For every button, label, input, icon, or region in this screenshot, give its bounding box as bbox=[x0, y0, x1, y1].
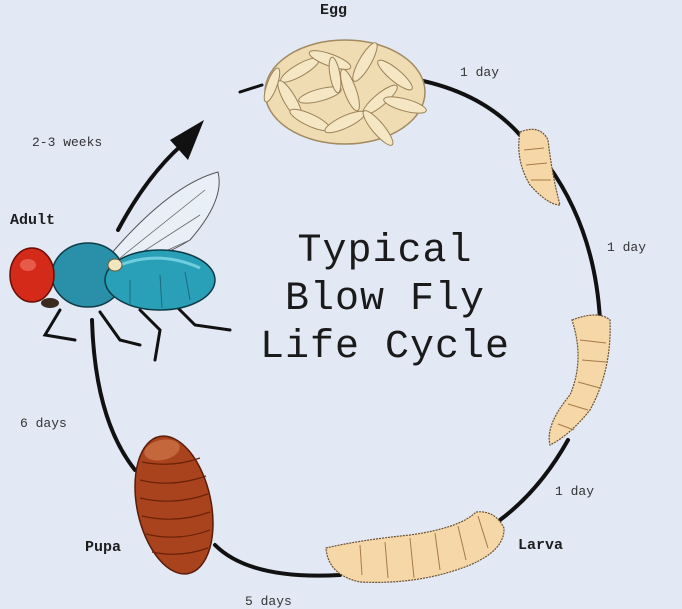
adult-fly-icon bbox=[9, 171, 232, 362]
larva-stage2-icon bbox=[548, 314, 611, 446]
duration-egg-to-larva1: 1 day bbox=[460, 65, 500, 80]
stage-label-adult: Adult bbox=[10, 212, 56, 229]
stage-label-larva: Larva bbox=[518, 537, 564, 554]
stage-label-pupa: Pupa bbox=[85, 539, 122, 556]
duration-adult-to-egg: 2-3 weeks bbox=[32, 135, 103, 150]
duration-larva2-to-larva3: 1 day bbox=[555, 484, 595, 499]
arc-larva-to-pupa bbox=[213, 543, 342, 578]
arc-larva1-to-larva2 bbox=[546, 163, 602, 322]
arc-into-egg bbox=[238, 83, 264, 94]
pupa-icon bbox=[134, 435, 214, 575]
diagram-title: Typical Blow Fly Life Cycle bbox=[230, 228, 540, 372]
larva-stage1-icon bbox=[518, 128, 561, 206]
larva-stage3-icon bbox=[325, 511, 505, 583]
duration-larva1-to-larva2: 1 day bbox=[607, 240, 647, 255]
stage-label-egg: Egg bbox=[320, 2, 348, 19]
arc-larva2-to-larva3 bbox=[498, 438, 570, 522]
title-line-2: Blow Fly bbox=[284, 277, 486, 322]
title-line-1: Typical bbox=[297, 229, 473, 274]
arc-pupa-to-adult bbox=[90, 318, 137, 472]
arrowhead-icon bbox=[170, 120, 204, 160]
title-line-3: Life Cycle bbox=[259, 325, 511, 370]
duration-larva-to-pupa: 5 days bbox=[245, 594, 292, 609]
egg-cluster-icon bbox=[263, 39, 427, 146]
duration-pupa-to-adult: 6 days bbox=[20, 416, 67, 431]
cycle-arrows bbox=[90, 76, 602, 578]
